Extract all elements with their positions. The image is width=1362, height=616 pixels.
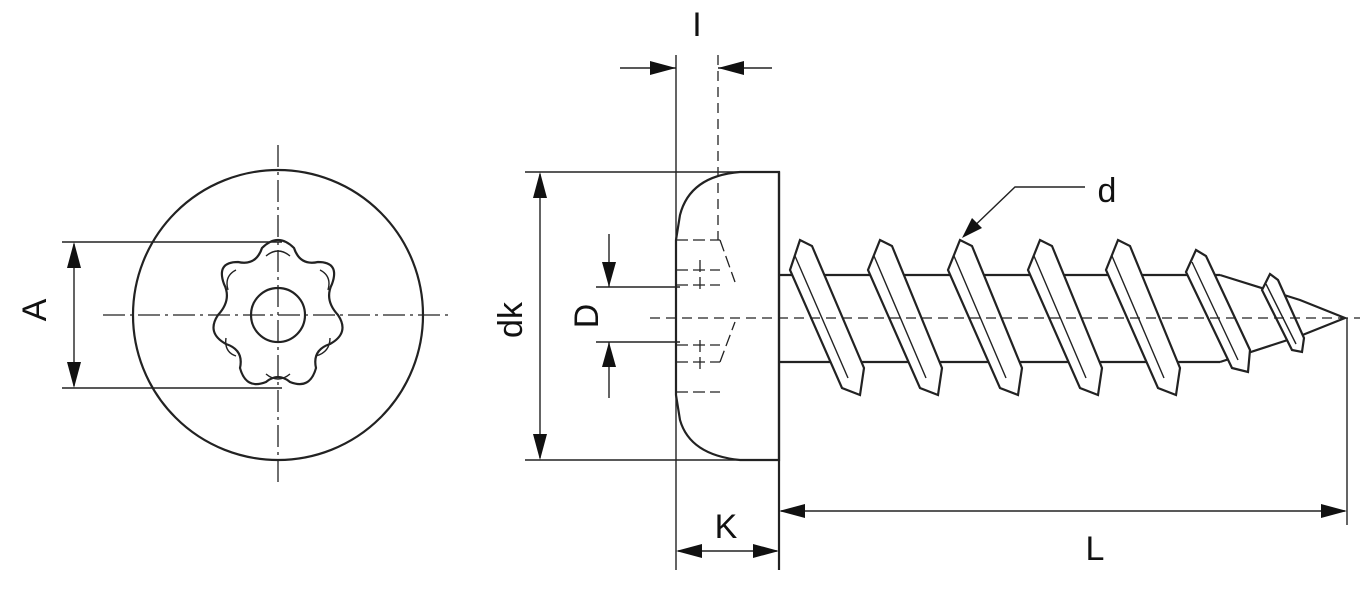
dim-k-arrow-right <box>753 544 779 558</box>
label-thread-d: d <box>1098 172 1117 210</box>
dim-d-arrow-top <box>602 262 616 287</box>
label-l: L <box>1086 530 1105 568</box>
dim-l-arrow-left <box>779 504 805 518</box>
dim-a-arrow-top <box>67 242 81 268</box>
dim-k-arrow-left <box>676 544 702 558</box>
screw-side-view: dk D I d K L <box>492 6 1360 570</box>
label-i: I <box>692 6 701 44</box>
head-profile <box>674 170 781 462</box>
dim-dk-arrow-top <box>533 172 547 198</box>
label-a: A <box>16 298 54 321</box>
dim-dk-arrow-bottom <box>533 434 547 460</box>
label-k: K <box>715 508 738 546</box>
label-dk: dk <box>492 301 530 338</box>
dim-i-arrow-left <box>650 61 676 75</box>
recess-hidden-lines <box>676 239 736 393</box>
head-top-view: A <box>16 145 452 485</box>
six-lobe-recess <box>212 238 344 386</box>
dim-d-thread-leader-arrow <box>962 218 982 238</box>
dim-a-arrow-bottom <box>67 362 81 388</box>
dim-l-arrow-right <box>1321 504 1347 518</box>
dim-i-arrow-right <box>718 61 744 75</box>
label-d-upper: D <box>568 304 606 329</box>
thread-flights <box>788 238 1306 397</box>
dim-d-arrow-bottom <box>602 342 616 367</box>
dim-d-thread-leader <box>965 186 1085 235</box>
